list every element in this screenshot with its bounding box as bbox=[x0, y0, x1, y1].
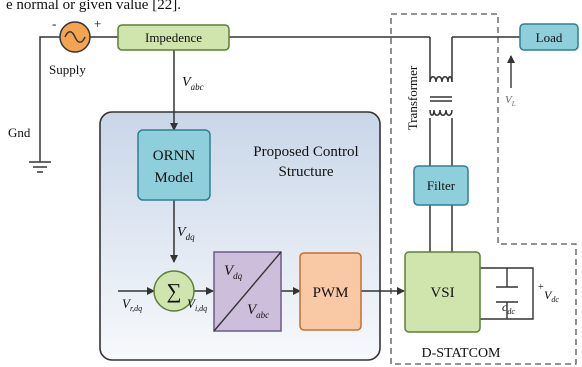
wire-vsi-to-capacitor bbox=[480, 267, 534, 320]
vsi-block bbox=[404, 251, 481, 333]
ornn-model-block bbox=[137, 129, 211, 201]
wire-source-to-ground bbox=[39, 36, 60, 162]
vl-label: VL bbox=[505, 94, 516, 108]
ac-source bbox=[59, 21, 91, 53]
vdc-plus-label: + bbox=[538, 282, 544, 293]
vrdq-label: Vr,dq bbox=[122, 296, 142, 313]
wire-filter-to-vsi bbox=[429, 205, 453, 252]
cdc-label: cdc bbox=[502, 300, 515, 316]
pwm-label: PWM bbox=[313, 285, 349, 301]
summation-node bbox=[153, 270, 195, 312]
filter-block bbox=[413, 165, 469, 206]
transform-top-label: Vdq bbox=[224, 263, 243, 281]
load-label: Load bbox=[536, 30, 563, 45]
transformer bbox=[429, 76, 453, 116]
gnd-label: Gnd bbox=[8, 125, 31, 140]
transformer-label: Transformer bbox=[405, 65, 420, 130]
wire-transformer-primary bbox=[429, 37, 453, 82]
header-cut-text: e normal or given value [22]. bbox=[6, 0, 181, 13]
ornn-label-line2: Model bbox=[154, 170, 193, 186]
sigma-symbol: ∑ bbox=[167, 279, 182, 303]
source-plus-label: + bbox=[94, 16, 101, 31]
impedance-block bbox=[117, 24, 230, 51]
filter-label: Filter bbox=[427, 178, 456, 193]
dstatcom-dashed-border bbox=[390, 13, 577, 365]
proposed-title-line2: Structure bbox=[279, 164, 334, 180]
impedance-label: Impedence bbox=[145, 30, 202, 45]
transform-bottom-label: Vabc bbox=[247, 302, 269, 320]
wire-transformer-secondary bbox=[429, 118, 453, 166]
vdq-feed-label: Vdq bbox=[177, 225, 195, 242]
ornn-label-line1: ORNN bbox=[153, 148, 196, 164]
load-block bbox=[519, 23, 579, 51]
dstatcom-label: D-STATCOM bbox=[422, 346, 502, 361]
transform-diagonal bbox=[213, 251, 282, 332]
vdc-label: Vdc bbox=[544, 288, 559, 304]
supply-label: Supply bbox=[49, 62, 86, 77]
vidq-label: Vi,dq bbox=[187, 296, 207, 313]
source-minus-label: - bbox=[52, 16, 56, 31]
vabc-label: Vabc bbox=[182, 75, 204, 92]
ground-symbol bbox=[29, 161, 51, 173]
dc-capacitor bbox=[496, 286, 518, 303]
vsi-label: VSI bbox=[430, 285, 454, 301]
pwm-block bbox=[299, 252, 362, 331]
proposed-title-line1: Proposed Control bbox=[253, 144, 358, 160]
